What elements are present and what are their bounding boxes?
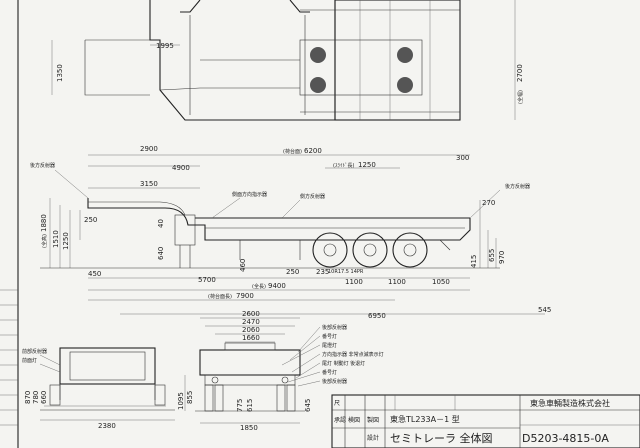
rear-callout-0: 後部反射器: [322, 324, 347, 331]
dim-655: 655: [488, 249, 496, 262]
rear-callout-2: 尾燈灯: [322, 342, 337, 349]
front-callout-0: 前部反射器: [22, 348, 47, 355]
dim-2380: 2380: [98, 422, 116, 430]
dim-1510: 1510: [52, 230, 60, 248]
side-view: 2900 4900 (荷台面) 6200 300 (ｽﾗｲﾄﾞ長) 1250 3…: [30, 145, 551, 320]
dim-1100-a: 1100: [345, 278, 363, 286]
dim-870: 870: [24, 391, 32, 404]
dim-235: 235: [316, 268, 329, 276]
dim-3150: 3150: [140, 180, 158, 188]
dim-1250: 1250: [358, 161, 376, 169]
dim-6950: 6950: [368, 312, 386, 320]
dim-6200: 6200: [304, 147, 322, 155]
tb-drawing-number: D5203-4815-0A: [522, 432, 609, 445]
dim-1880-prefix: (全高): [41, 234, 48, 248]
dim-615: 615: [246, 399, 254, 412]
front-callout-1: 前面灯: [22, 357, 37, 364]
dim-250-b: 250: [286, 268, 299, 276]
dim-7900: 7900: [236, 292, 254, 300]
dim-9400: 9400: [268, 282, 286, 290]
dim-250: 250: [84, 216, 97, 224]
callout-side-reflector: 側方反射器: [300, 193, 325, 200]
title-block: 尺 承認 検図 製図 設計 東急車輛製造株式会社 東急TL233A－1 型 セミ…: [331, 394, 640, 448]
dim-1660: 1660: [242, 334, 260, 342]
dim-1100-b: 1100: [388, 278, 406, 286]
callout-rear-reflector-right: 後方反射器: [505, 183, 530, 190]
callout-rear-reflector-left: 後方反射器: [30, 162, 55, 169]
dim-775: 775: [236, 399, 244, 412]
rear-callout-4: 尾灯 制動灯 後退灯: [322, 360, 365, 367]
rear-callout-3: 方向指示器 非常点滅表示灯: [322, 351, 384, 358]
dim-645: 645: [304, 399, 312, 412]
tb-label-approve: 承認: [334, 416, 346, 424]
callout-direction-reflector: 側面方向指示器: [232, 191, 267, 198]
dim-1050: 1050: [432, 278, 450, 286]
dim-450: 450: [88, 270, 101, 278]
dim-270: 270: [482, 199, 495, 207]
top-view: 1350 1995 (全幅) 2700: [51, 0, 524, 121]
tb-label-check: 検図: [348, 416, 360, 424]
rear-callout-1: 番号灯: [322, 333, 337, 340]
dim-1350: 1350: [56, 64, 64, 82]
dim-855: 855: [186, 391, 194, 404]
dim-460: 460: [239, 259, 247, 272]
dim-660: 660: [40, 391, 48, 404]
dim-1095: 1095: [177, 392, 185, 410]
front-view: 870 780 660 2380 前部反射器 前面灯: [22, 347, 175, 430]
dim-9400-prefix: (全長): [252, 283, 266, 290]
tb-label-draw: 製図: [367, 416, 379, 424]
side-wheels: [312, 232, 428, 268]
rear-callout-6: 後部反射器: [322, 378, 347, 385]
sheet-border: [0, 0, 19, 448]
dim-300: 300: [456, 154, 469, 162]
dim-2900: 2900: [140, 145, 158, 153]
tire-spec: 10R17.5 14PR: [328, 269, 364, 275]
dim-970: 970: [498, 251, 506, 264]
dim-7900-prefix: (荷台面長): [208, 293, 232, 300]
dim-4900: 4900: [172, 164, 190, 172]
dim-640: 640: [157, 247, 165, 260]
tb-label-design: 設計: [367, 434, 379, 442]
rear-callout-5: 番号灯: [322, 369, 337, 376]
dim-2060: 2060: [242, 326, 260, 334]
wheel-marks: [310, 47, 413, 93]
rear-view: 2600 2470 2060 1660 1850 1095 855 775 61…: [177, 310, 384, 432]
dim-2600: 2600: [242, 310, 260, 318]
dim-40: 40: [157, 219, 165, 228]
tb-label-scale: 尺: [334, 400, 340, 407]
dim-2470: 2470: [242, 318, 260, 326]
dim-overall-width-prefix: (全幅): [517, 90, 524, 104]
dim-1995: 1995: [156, 42, 174, 50]
dim-1250-prefix: (ｽﾗｲﾄﾞ長): [333, 162, 354, 169]
dim-780: 780: [32, 391, 40, 404]
tb-company: 東急車輛製造株式会社: [530, 398, 610, 408]
dim-1250: 1250: [62, 232, 70, 250]
dim-1880: 1880: [40, 214, 48, 232]
dim-5700: 5700: [198, 276, 216, 284]
rear-callouts: 後部反射器 番号灯 尾燈灯 方向指示器 非常点滅表示灯 尾灯 制動灯 後退灯 番…: [281, 324, 384, 387]
dim-545: 545: [538, 306, 551, 314]
tb-drawing-name: セミトレーラ 全体図: [390, 431, 493, 445]
dim-2700: 2700: [516, 64, 524, 82]
dim-1850: 1850: [240, 424, 258, 432]
dim-415: 415: [470, 255, 478, 268]
dim-6200-prefix: (荷台面): [283, 148, 302, 155]
tb-model: 東急TL233A－1 型: [390, 414, 460, 424]
